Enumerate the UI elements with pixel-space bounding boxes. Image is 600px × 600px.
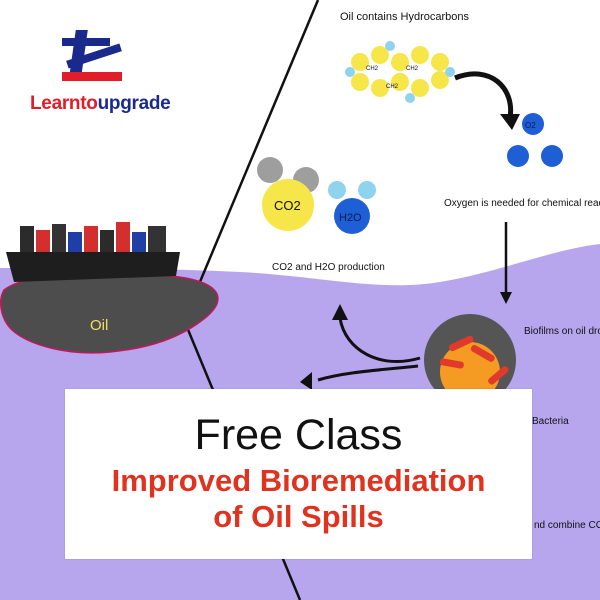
hydrocarbon-molecules: CH2 CH2 CH2: [345, 41, 455, 103]
biofilm-label: Biofilms on oil droplets: [524, 326, 600, 337]
h2o-tag: H2O: [339, 212, 362, 224]
arrow-head-icon: [500, 114, 520, 130]
combine-label: nd combine CO2: [534, 520, 600, 531]
return-arrow-up-head-icon: [332, 304, 348, 320]
oil-label: Oil: [90, 317, 108, 334]
hydrocarbon-tag-3: CH2: [386, 84, 399, 90]
production-label: CO2 and H2O production: [272, 262, 385, 273]
oxygen-molecules: O2: [507, 113, 563, 167]
return-arrow-left-head-icon: [300, 372, 312, 390]
brand-text-learnto: Learnto: [30, 93, 98, 114]
hydrocarbon-tag-1: CH2: [366, 66, 379, 72]
bacteria-label: Bacteria: [532, 416, 569, 427]
banner-subtitle-line2: of Oil Spills: [213, 499, 384, 534]
divider-line: [182, 0, 320, 321]
oxygen-tag: O2: [525, 121, 536, 130]
return-arrow-up: [338, 317, 421, 363]
banner-subtitle-line1: Improved Bioremediation: [111, 463, 486, 498]
h2o-molecule: H2O: [328, 181, 376, 234]
curved-arrow-icon: [454, 71, 514, 119]
banner-title: Free Class: [194, 411, 403, 459]
title-banner: Free Class Improved Bioremediation of Oi…: [65, 389, 532, 559]
tanker-ship: [6, 222, 180, 282]
return-arrow-left: [317, 364, 419, 382]
hydrocarbon-tag-2: CH2: [406, 66, 419, 72]
co2-tag: CO2: [274, 198, 301, 213]
oxygen-label: Oxygen is needed for chemical reactio: [444, 198, 600, 209]
biofilm-droplet: [424, 314, 516, 406]
co2-molecule: CO2: [257, 157, 319, 231]
brand-logo-text: Learntoupgrade: [30, 93, 171, 115]
down-arrow-head-icon: [500, 292, 512, 304]
lt-monogram-icon: [62, 30, 122, 81]
top-label: Oil contains Hydrocarbons: [340, 11, 470, 23]
brand-text-upgrade: upgrade: [97, 93, 171, 114]
